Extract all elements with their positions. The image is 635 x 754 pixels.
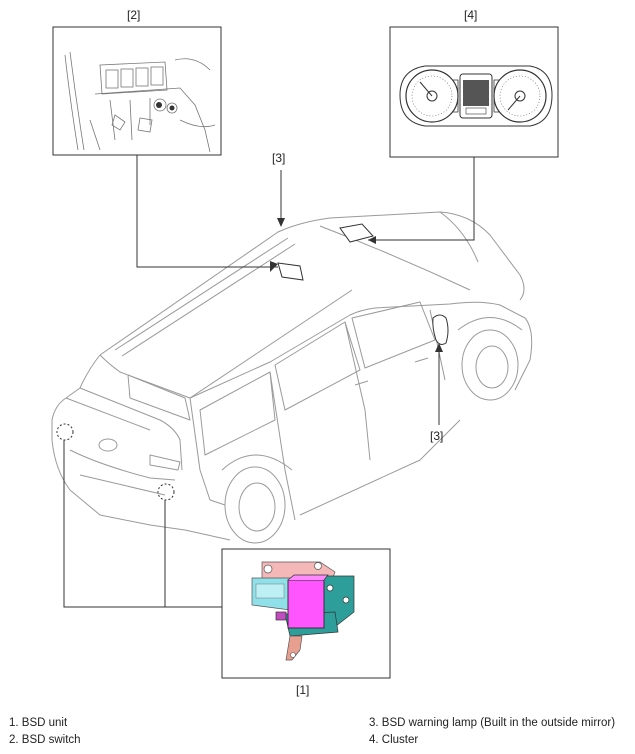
bsd-switch-marker [277, 262, 304, 281]
callout-label-3-top: [3] [272, 151, 285, 165]
legend-left: 1. BSD unit 2. BSD switch [9, 715, 81, 749]
bsd-unit-body [287, 579, 325, 629]
legend-item-bsd-unit: 1. BSD unit [9, 717, 68, 729]
callout-label-3-mirror: [3] [430, 429, 443, 443]
legend-item-bsd-switch: 2. BSD switch [9, 734, 81, 746]
callout-label-4: [4] [464, 8, 477, 22]
legend-item-bsd-warning-lamp: 3. BSD warning lamp (Built in the outsid… [369, 717, 616, 729]
arrowheads [270, 218, 443, 352]
callout-label-2: [2] [127, 8, 140, 22]
legend-right: 3. BSD warning lamp (Built in the outsid… [369, 715, 615, 749]
vehicle-illustration [51, 211, 533, 544]
cluster-detail-box [389, 26, 559, 158]
bsd-switch-detail-box [52, 26, 222, 156]
callout-label-1: [1] [296, 683, 309, 697]
leader-lines [63, 155, 475, 608]
legend-item-cluster: 4. Cluster [369, 734, 419, 746]
bsd-unit-detail-box [221, 548, 391, 679]
cluster-marker [339, 223, 374, 243]
